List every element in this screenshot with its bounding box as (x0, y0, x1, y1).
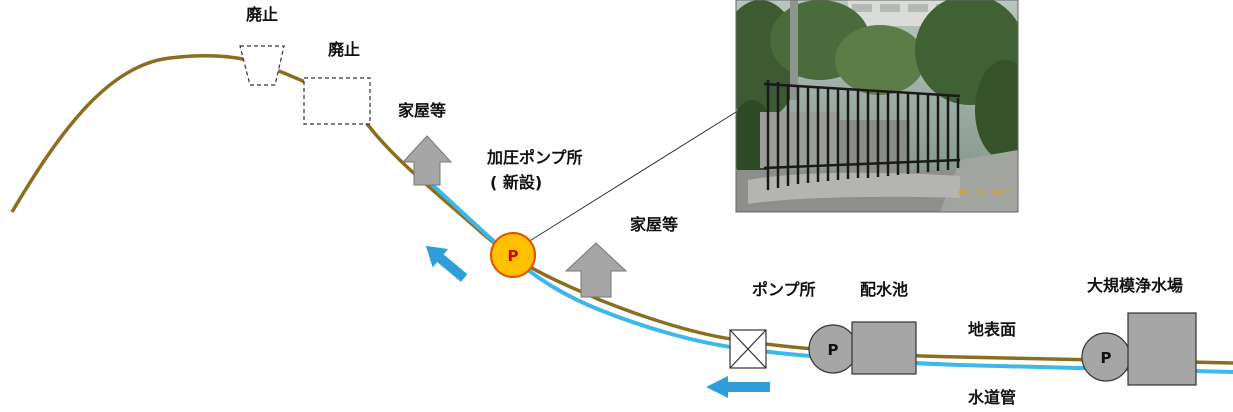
houses-label-2: 家屋等 (630, 215, 678, 234)
new-pump-letter: P (508, 247, 519, 265)
ground-surface-label: 地表面 (968, 320, 1016, 339)
houses-label-1: 家屋等 (398, 101, 446, 120)
water-pipe-label: 水道管 (968, 388, 1016, 407)
plant-pump-letter: P (1101, 349, 1112, 367)
purification-plant-box (1127, 312, 1197, 386)
houses-up-arrow-1 (401, 135, 453, 186)
booster-pump-photo: 09-18-2021 (735, 0, 1019, 213)
new-booster-pump-icon (490, 232, 536, 278)
booster-pump-label-line1: 加圧ポンプ所 (486, 148, 583, 167)
valve-cross-icon (729, 329, 767, 369)
photo-date-stamp: 09-18-2021 (958, 189, 1012, 199)
abolished-tank-rect (303, 77, 371, 125)
photo-leader-line (527, 111, 737, 243)
abolished-tank-trapezoid (239, 45, 285, 86)
abolished-label-1: 廃止 (246, 5, 278, 24)
flow-arrow-upper (425, 245, 468, 282)
houses-up-arrow-2 (564, 242, 628, 298)
flow-arrow-lower (706, 376, 770, 398)
booster-pump-label-line2: ( 新設) (490, 173, 542, 192)
pump-station-label: ポンプ所 (752, 280, 816, 299)
distribution-reservoir-box (851, 321, 917, 375)
purification-plant-label: 大規模浄水場 (1087, 276, 1183, 295)
reservoir-pump-letter: P (828, 341, 839, 359)
distribution-reservoir-label: 配水池 (860, 280, 908, 299)
abolished-label-2: 廃止 (328, 40, 360, 59)
